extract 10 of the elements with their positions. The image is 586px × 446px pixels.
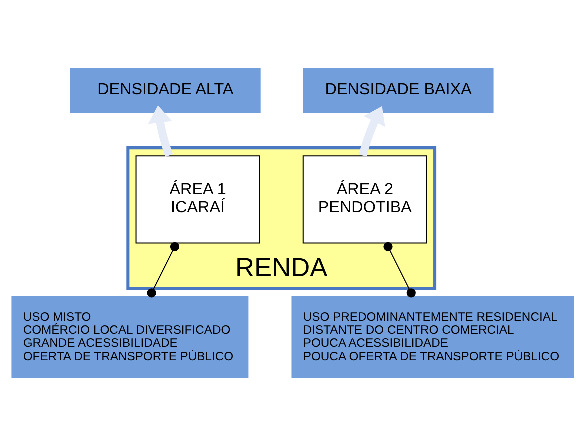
- node-box: ÁREA 2 PENDOTIBA: [302, 155, 428, 244]
- node-box: ÁREA 1 ICARAÍ: [136, 155, 260, 244]
- connector: [147, 242, 180, 298]
- node-box: DENSIDADE BAIXA: [303, 68, 494, 113]
- connector: [384, 242, 416, 298]
- node-box: USO PREDOMINANTEMENTE RESIDENCIAL DISTANTE DO CENTRO COMERCIAL POUCA ACESSIBILIDADE POUCA OFERTA DE TRANSPORTE PÚBLICO: [292, 296, 574, 378]
- arrow: [148, 105, 174, 157]
- arrow: [359, 106, 386, 156]
- node-box: DENSIDADE ALTA: [70, 68, 261, 113]
- node-box: USO MISTO COMÉRCIO LOCAL DIVERSIFICADO GRANDE ACESSIBILIDADE OFERTA DE TRANSPORTE PÚBLICO: [12, 296, 249, 378]
